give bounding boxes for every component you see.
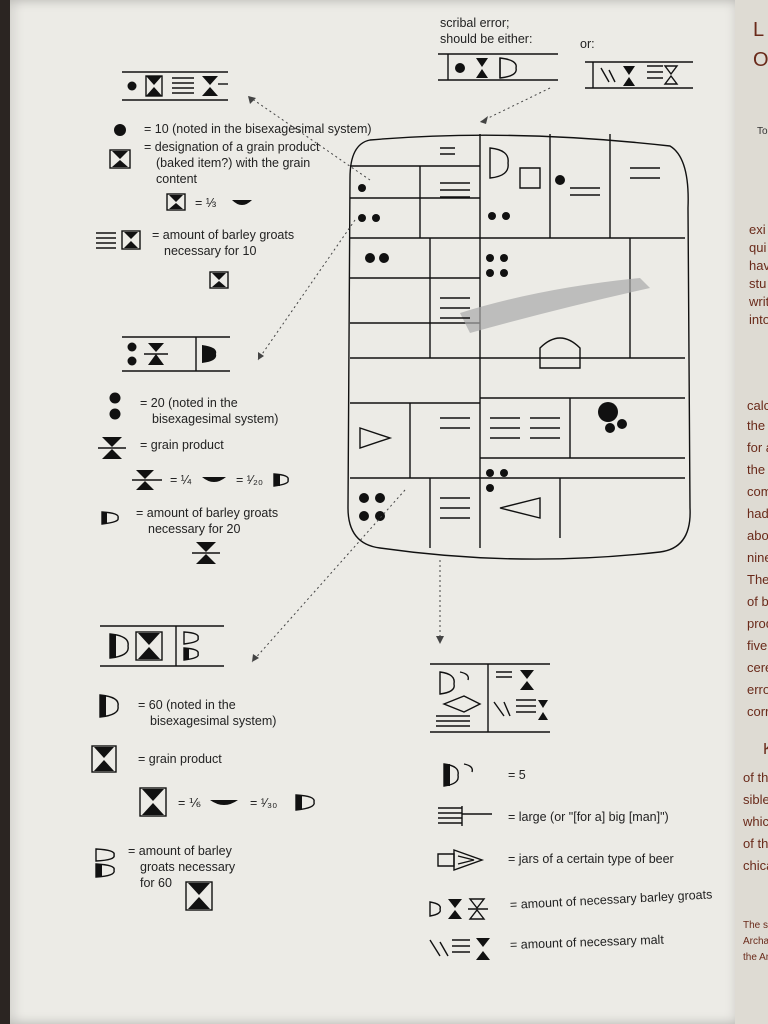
edge-text: the b	[747, 462, 768, 477]
group3-barley-def-1: = amount of barley	[128, 844, 232, 858]
barley-groats-sign-20	[101, 511, 119, 525]
grain-product-sign-2c	[192, 542, 220, 564]
edge-text: errone	[747, 682, 768, 697]
group1-grain-def-1: = designation of a grain product	[144, 140, 320, 154]
group3-sign-box	[100, 625, 224, 667]
group4-sign-box	[430, 663, 550, 733]
grain-product-sign-3b	[139, 787, 167, 817]
grain-product-sign-3	[91, 745, 117, 773]
edge-footnote: the Anci	[743, 952, 768, 963]
edge-text: of this p	[743, 836, 768, 851]
edge-text: comn	[747, 484, 768, 499]
grain-product-sign-1c	[209, 271, 229, 289]
group2-barley-def-1: = amount of barley groats	[136, 506, 279, 520]
barley-groats-sign-60	[95, 848, 115, 878]
edge-heading-2: O	[753, 49, 768, 71]
edge-footnote: Archaic	[743, 936, 768, 947]
twentieth-sign	[273, 473, 289, 487]
edge-text: which th	[743, 814, 768, 829]
edge-text: chically	[743, 858, 768, 873]
edge-heading-1: L	[753, 19, 765, 41]
edge-text: of barl	[747, 594, 768, 609]
edge-text: To	[757, 126, 768, 137]
quarter-sign	[202, 477, 226, 482]
group4-large-def: = large (or "[for a] big [man]")	[508, 810, 669, 824]
edge-text: K	[763, 742, 768, 758]
edge-text: the h	[747, 418, 768, 433]
group3-grain-def: = grain product	[138, 752, 222, 766]
group3-sixty-def-2: bisexagesimal system)	[150, 714, 277, 728]
thirtieth-sign	[295, 794, 315, 811]
edge-text: The sc	[747, 572, 768, 587]
edge-text: hav	[749, 258, 768, 273]
group3-fraction-a: = ⅙	[178, 796, 201, 810]
grain-product-sign-2	[98, 437, 126, 459]
group2-sign-box	[122, 336, 230, 372]
edge-text: five jug	[747, 638, 768, 653]
edge-footnote: The stor	[743, 920, 768, 931]
edge-text: cereal	[747, 660, 768, 675]
group1-grain-def-3: content	[156, 172, 198, 186]
grain-product-sign-2b	[132, 470, 162, 490]
barley-groats-sign-10	[96, 230, 141, 250]
adjacent-page-edge: L O To exi qui hav stu writ into calc th…	[735, 0, 768, 1024]
group4-five-def: = 5	[508, 768, 526, 782]
edge-text: above	[747, 528, 768, 543]
should-be-label: should be either:	[440, 32, 533, 46]
grain-product-sign-3c	[185, 881, 213, 911]
group1-fraction: = ⅓	[195, 196, 217, 210]
beer-jar-sign	[437, 849, 485, 871]
edge-text: sible fo	[743, 792, 768, 807]
clay-tablet-drawing	[347, 134, 691, 560]
grain-product-sign-1	[109, 149, 131, 169]
group3-fraction-b: = ¹⁄₃₀	[250, 796, 278, 810]
grain-product-sign-1b	[166, 193, 186, 211]
dots-sign-20	[109, 392, 121, 420]
group2-barley-def-2: necessary for 20	[148, 522, 241, 536]
sixty-sign	[99, 694, 119, 718]
group1-barley-def-1: = amount of barley groats	[152, 228, 295, 242]
edge-text: correct	[747, 704, 768, 719]
group1-sign-box	[122, 71, 228, 101]
group3-barley-def-2: groats necessary	[140, 860, 236, 874]
group1-dot-def: = 10 (noted in the bisexagesimal system)	[144, 122, 372, 136]
sixth-sign	[210, 800, 238, 805]
edge-text: nine d	[747, 550, 768, 565]
edge-text: produc	[747, 616, 768, 631]
barley-groats-compound-sign	[429, 898, 488, 920]
large-sign	[438, 806, 492, 826]
edge-text: calc	[747, 398, 768, 413]
malt-sign	[429, 938, 490, 960]
edge-text: into	[749, 312, 768, 327]
group3-barley-def-3: for 60	[140, 876, 172, 890]
edge-text: exi	[749, 222, 766, 237]
edge-text: for a	[747, 440, 768, 455]
connector-arrows	[247, 87, 551, 663]
group1-barley-def-2: necessary for 10	[164, 244, 257, 258]
edge-text: qui	[749, 240, 767, 255]
edge-text: of the e	[743, 770, 768, 785]
group2-fraction-b: = ¹⁄₂₀	[236, 473, 264, 487]
third-sign	[232, 200, 252, 205]
group3-sixty-def-1: = 60 (noted in the	[138, 698, 236, 712]
group1-grain-def-2: (baked item?) with the grain	[156, 156, 311, 170]
group2-twenty-def-1: = 20 (noted in the	[140, 396, 238, 410]
or-label: or:	[580, 37, 595, 51]
edge-text: had t	[747, 506, 768, 521]
edge-text: writ	[749, 294, 768, 309]
scribal-error-label: scribal error;	[440, 16, 510, 30]
group2-twenty-def-2: bisexagesimal system)	[152, 412, 279, 426]
five-sign	[443, 763, 474, 787]
book-page: scribal error; should be either: or: = 1…	[10, 0, 745, 1024]
sign-box-option-a	[438, 53, 558, 81]
group2-grain-def: = grain product	[140, 438, 224, 452]
dot-sign-10	[114, 124, 126, 136]
group4-jars-def: = jars of a certain type of beer	[508, 852, 674, 866]
sign-box-option-b	[585, 61, 693, 89]
group2-fraction-a: = ¼	[170, 473, 192, 487]
edge-text: stu	[749, 276, 767, 291]
